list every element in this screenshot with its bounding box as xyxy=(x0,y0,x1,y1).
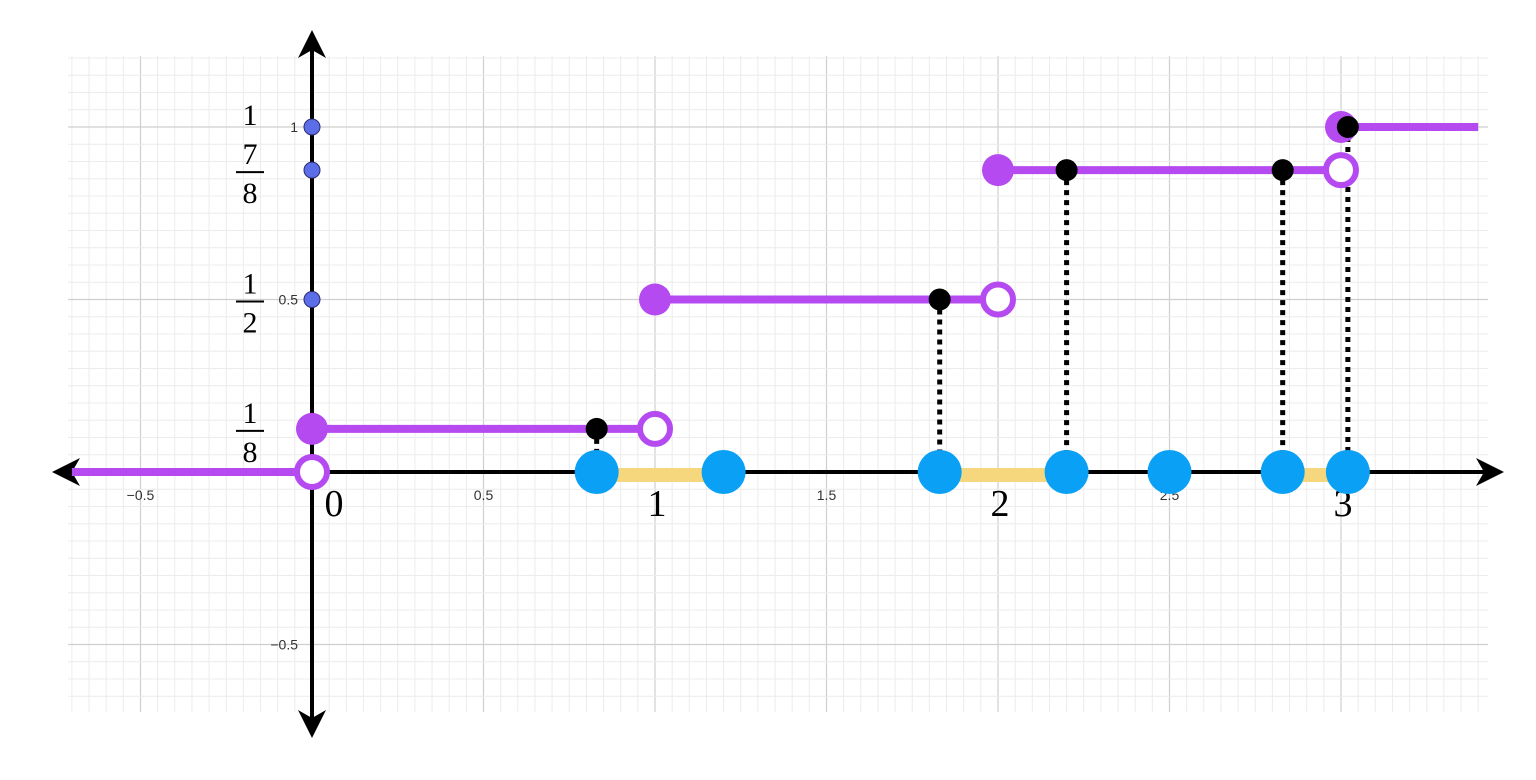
y-tick-label: −0.5 xyxy=(270,637,298,653)
y-fraction-denominator: 2 xyxy=(243,307,258,340)
interval-endpoint-dot xyxy=(1044,450,1089,494)
x-integer-label: 2 xyxy=(991,483,1010,525)
open-step-dot xyxy=(1323,152,1359,189)
x-integer-label: 1 xyxy=(648,483,667,525)
interval-endpoint-dot xyxy=(1325,450,1370,494)
y-tick-label: 1 xyxy=(290,119,298,135)
interval-endpoint-dot xyxy=(574,450,619,494)
open-step-dot xyxy=(294,454,330,490)
x-tick-label: 0.5 xyxy=(474,487,494,503)
y-axis-bottom-arrow xyxy=(298,710,326,738)
closed-step-dot xyxy=(639,283,671,316)
interval-endpoint-dot xyxy=(701,450,746,494)
x-axis-right-arrow xyxy=(1476,458,1504,486)
sample-point xyxy=(1055,159,1078,182)
grid xyxy=(68,56,1488,712)
y-fraction-numerator: 1 xyxy=(243,397,258,430)
y-fraction-numerator: 7 xyxy=(243,138,258,171)
y-axis-point xyxy=(303,291,321,308)
chart-marks xyxy=(71,111,1479,494)
interval-endpoint-dot xyxy=(1260,450,1305,494)
interval-endpoint-dot xyxy=(917,450,962,494)
x-tick-label: 1.5 xyxy=(817,487,837,503)
sample-point xyxy=(1336,116,1359,138)
y-fraction-denominator: 8 xyxy=(243,177,258,210)
y-fraction-numerator: 1 xyxy=(243,99,258,132)
y-axis-top-arrow xyxy=(298,30,326,58)
open-step-dot xyxy=(637,410,673,447)
axes xyxy=(52,30,1504,738)
interval-endpoint-dot xyxy=(1147,450,1192,494)
y-axis-point xyxy=(303,118,321,136)
sample-point xyxy=(585,417,608,440)
y-axis-point xyxy=(303,161,321,179)
sample-point xyxy=(928,288,951,311)
closed-step-dot xyxy=(296,412,328,445)
sample-point xyxy=(1271,159,1294,182)
y-tick-label: 0.5 xyxy=(279,292,299,308)
y-fraction-numerator: 1 xyxy=(243,268,258,301)
y-fraction-denominator: 8 xyxy=(243,436,258,469)
x-axis-left-arrow xyxy=(52,458,80,486)
open-step-dot xyxy=(980,281,1016,318)
x-tick-label: −0.5 xyxy=(127,487,155,503)
closed-step-dot xyxy=(982,154,1014,187)
x-integer-label: 0 xyxy=(325,483,344,525)
